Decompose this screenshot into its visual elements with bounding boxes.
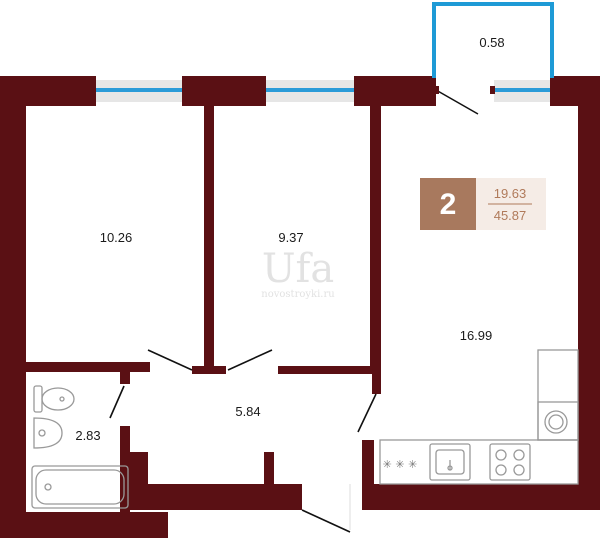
top-wall-3	[354, 76, 436, 106]
wall-hall-top-1	[192, 366, 226, 374]
sink-icon	[33, 417, 63, 449]
balcony-outline	[432, 2, 554, 78]
stove-marks: ✳ ✳ ✳	[383, 458, 418, 471]
balcony-door	[435, 89, 479, 115]
wall-stub-1	[130, 452, 148, 484]
area-badge: 2 19.63 45.87	[420, 178, 546, 230]
bedroom-1-area: 10.26	[100, 230, 133, 245]
kitchen-counter	[379, 439, 579, 485]
washing-machine-icon	[537, 401, 579, 441]
bottom-wall-kitchen	[362, 484, 600, 510]
living-kitchen-area: 16.99	[460, 328, 493, 343]
top-wall-1	[0, 76, 96, 106]
door-living	[357, 393, 377, 433]
watermark: Ufa novostroyki.ru	[261, 246, 335, 300]
room-areas: 10.26 9.37 16.99 5.84 2.83	[75, 230, 492, 443]
bathroom-area: 2.83	[75, 428, 100, 443]
toilet-icon	[33, 385, 75, 413]
hallway-area: 5.84	[235, 404, 260, 419]
wall-hall-living-2	[362, 440, 374, 510]
window-bedroom-1	[96, 80, 182, 102]
outer-wall-right	[578, 76, 600, 510]
kitchen-fixtures	[379, 349, 579, 485]
kitchen-sink-icon	[429, 443, 471, 481]
window-living	[494, 80, 550, 102]
balcony: 0.58	[432, 2, 554, 115]
windows	[96, 80, 550, 102]
bottom-wall-hall	[122, 484, 302, 510]
balcony-area: 0.58	[479, 35, 504, 50]
rooms-count: 2	[440, 188, 457, 221]
wall-bed2-living	[370, 104, 381, 374]
cabinet	[537, 349, 579, 441]
stove-icon	[489, 443, 531, 481]
wall-hall-living	[372, 374, 381, 394]
wall-bed1-bath	[26, 362, 150, 372]
door-bedroom-2	[227, 349, 273, 371]
wall-stub-2	[264, 452, 274, 484]
top-wall-2	[182, 76, 266, 106]
door-bedroom-1	[147, 349, 193, 371]
bathroom-fixtures	[31, 385, 129, 509]
door-entrance	[301, 509, 351, 533]
svg-text:Ufa: Ufa	[262, 246, 334, 292]
bathtub-icon	[31, 465, 129, 509]
living-area: 19.63	[494, 186, 527, 201]
wall-bed1-bed2	[204, 104, 214, 372]
walls	[0, 76, 600, 538]
window-bedroom-2	[266, 80, 354, 102]
svg-text:novostroyki.ru: novostroyki.ru	[261, 289, 335, 300]
rooms-count-box	[420, 178, 476, 230]
doors	[109, 349, 377, 533]
wall-bath-right-1	[120, 362, 130, 384]
wall-bath-right-2	[120, 426, 130, 512]
outer-wall-left	[0, 76, 168, 538]
wall-hall-top-2	[278, 366, 380, 374]
door-bathroom	[109, 385, 125, 419]
bedroom-2-area: 9.37	[278, 230, 303, 245]
total-area: 45.87	[494, 208, 527, 223]
